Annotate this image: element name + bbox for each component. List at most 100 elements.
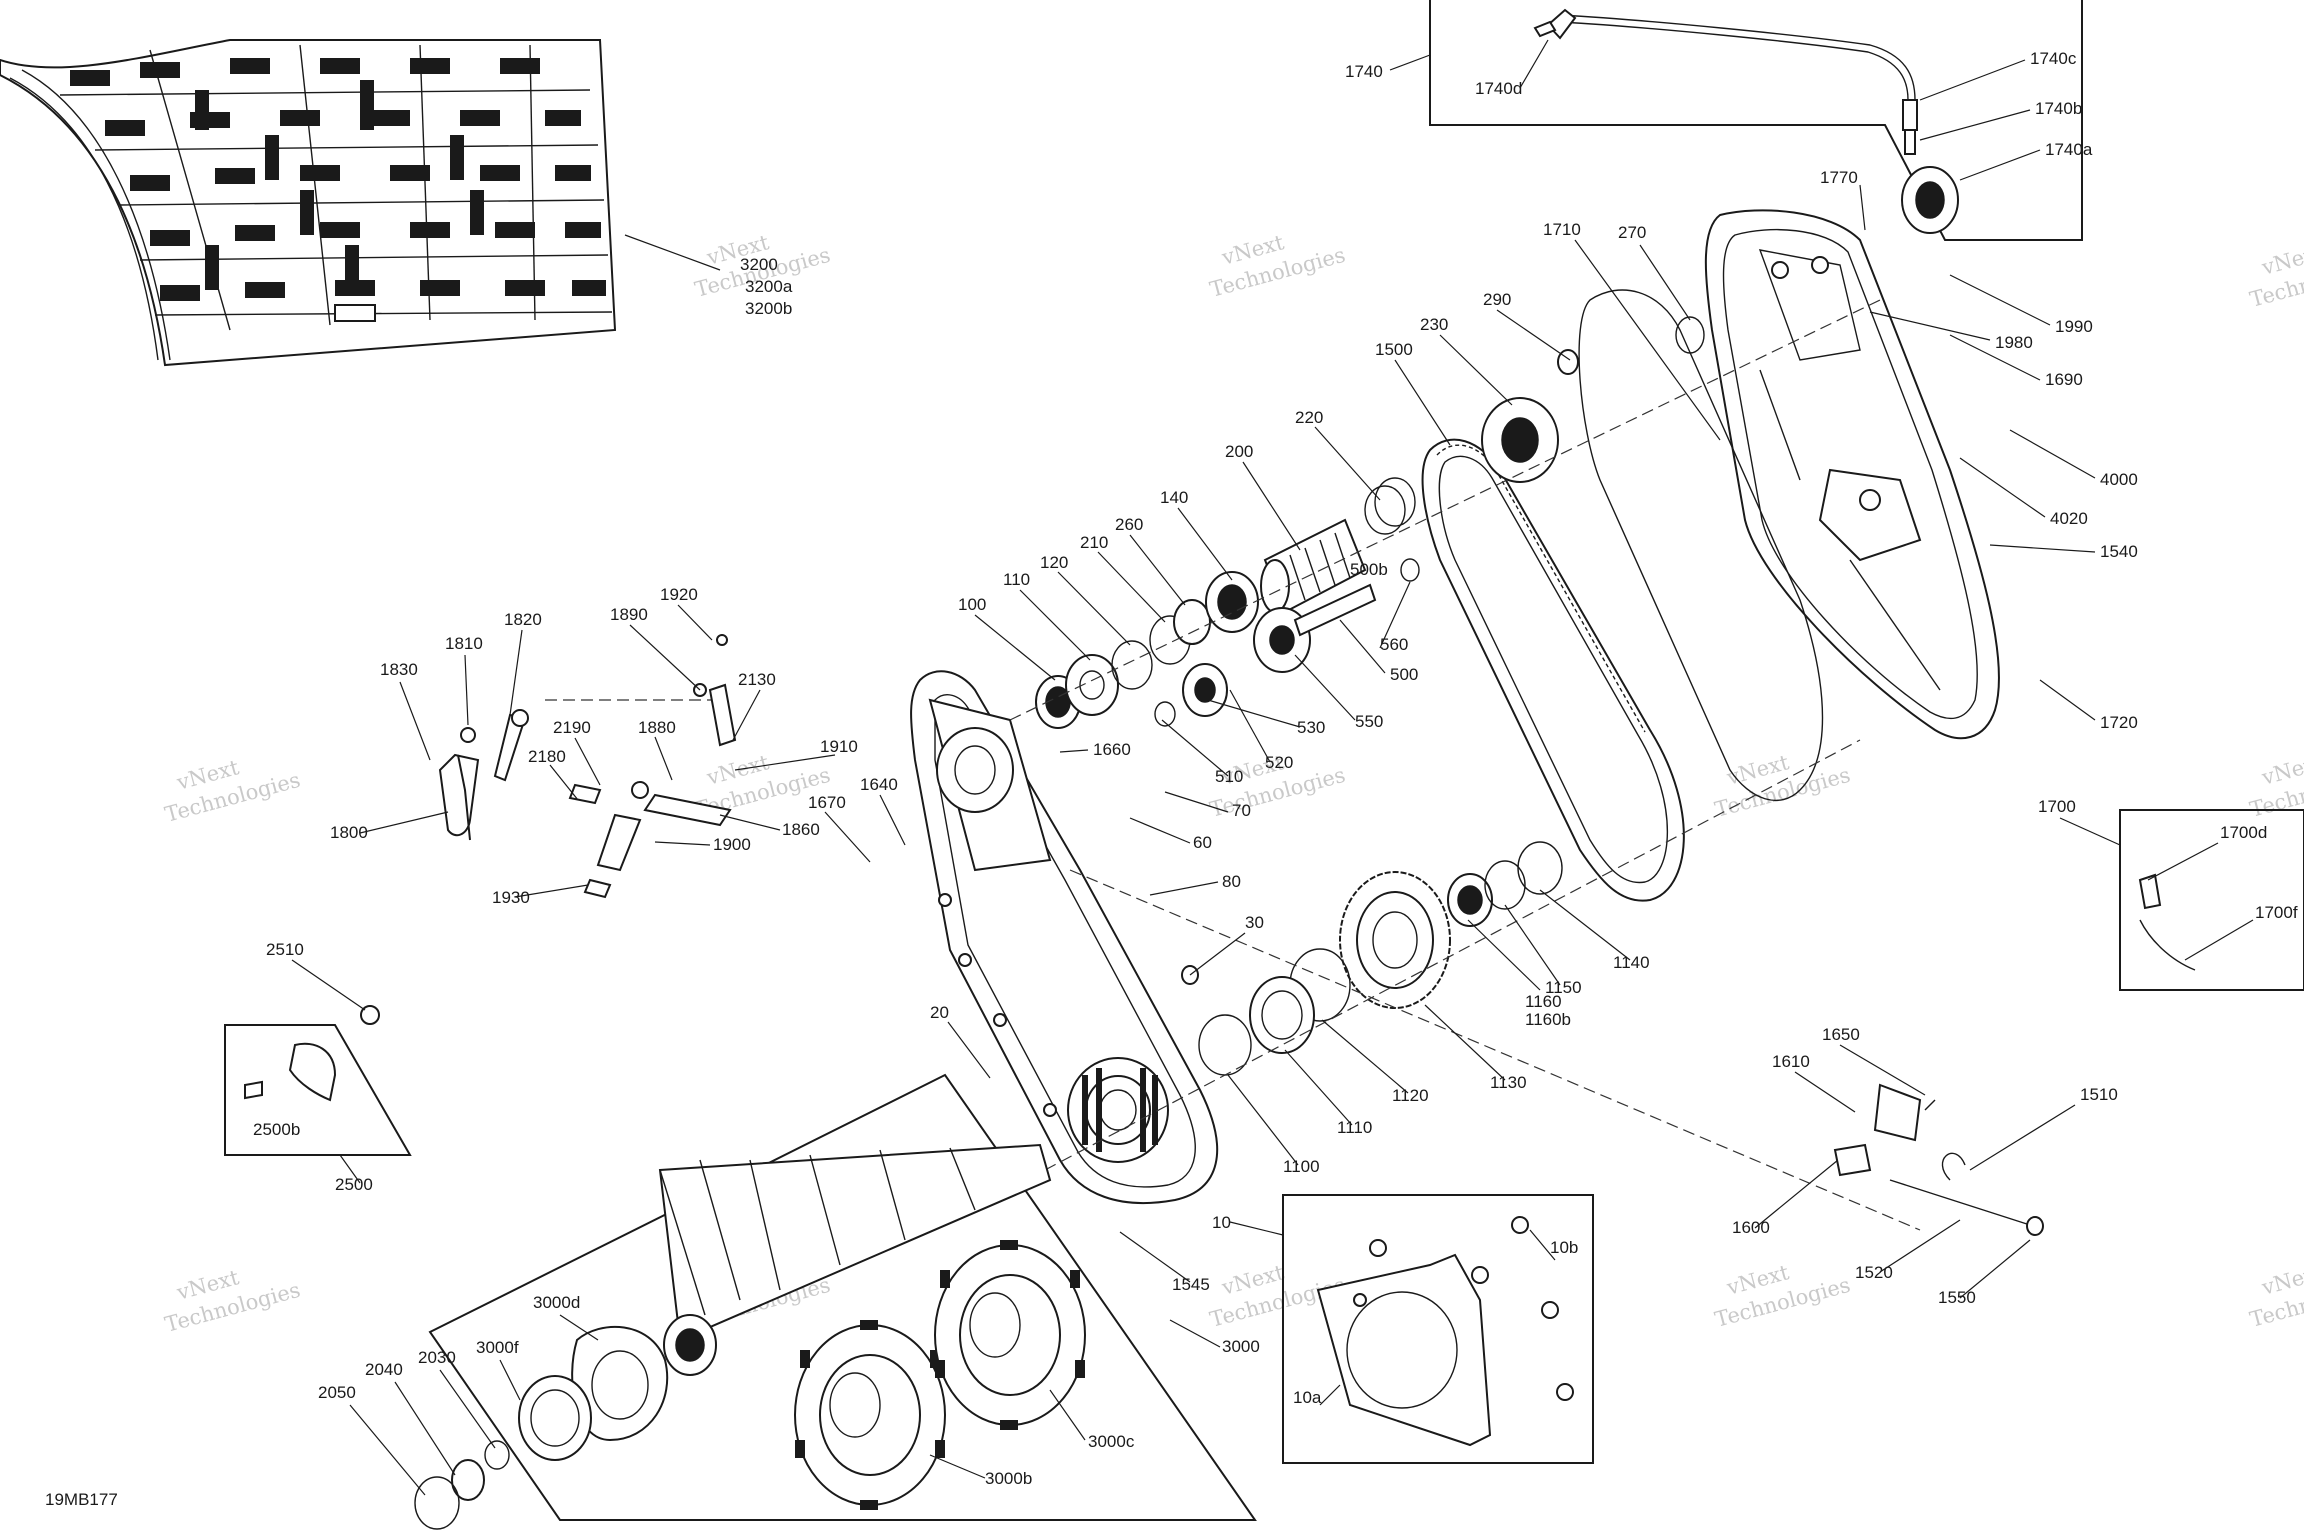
callout-1890: 1890: [610, 605, 648, 624]
callout-1880: 1880: [638, 718, 676, 737]
callout-1670: 1670: [808, 793, 846, 812]
callout-290: 290: [1483, 290, 1511, 309]
callout-1710: 1710: [1543, 220, 1581, 239]
callout-2050: 2050: [318, 1383, 356, 1402]
detail-box-1700: [2119, 809, 2304, 991]
upper-shaft-stack: [1035, 316, 1705, 729]
callout-1150: 1150: [1545, 978, 1582, 997]
lower-shaft-stack: [1181, 841, 1563, 1076]
callout-1140: 1140: [1613, 953, 1650, 972]
detail-box-10: [1282, 1194, 1594, 1464]
callout-1510: 1510: [2080, 1085, 2118, 1104]
callout-120: 120: [1040, 553, 1068, 572]
detail-box-3000: [428, 1073, 1257, 1521]
callout-1860: 1860: [782, 820, 820, 839]
callout-210: 210: [1080, 533, 1108, 552]
diagram-code: 19MB177: [45, 1490, 118, 1509]
callout-1660: 1660: [1093, 740, 1131, 759]
watermark: vNext Technologies: [2247, 1260, 2304, 1332]
callout-60: 60: [1193, 833, 1212, 852]
sprocket-3000b: [794, 1320, 946, 1510]
gasket-1710: [1578, 289, 1824, 801]
callout-1110: 1110: [1337, 1118, 1372, 1137]
callout-1500: 1500: [1375, 340, 1413, 359]
callout-2130: 2130: [738, 670, 776, 689]
callout-3000d: 3000d: [533, 1293, 580, 1312]
detail-box-2500: [224, 1024, 412, 1156]
callout-1700d: 1700d: [2220, 823, 2267, 842]
drive-shaft-3000: [414, 1143, 1052, 1530]
callout-3200a: 3200a: [745, 277, 793, 296]
callout-2040: 2040: [365, 1360, 403, 1379]
callout-1130: 1130: [1490, 1073, 1527, 1092]
shift-linkage: [438, 634, 737, 899]
callout-1120: 1120: [1392, 1086, 1429, 1105]
callout-260: 260: [1115, 515, 1143, 534]
assembly-centerlines: [545, 299, 1921, 1231]
watermark: vNext Technologies: [1712, 750, 1852, 822]
watermark-line-1: vNext: [2258, 1260, 2304, 1300]
watermark: vNext Technologies: [1207, 230, 1347, 302]
callout-1910: 1910: [820, 737, 858, 756]
callout-20: 20: [930, 1003, 949, 1022]
callout-100: 100: [958, 595, 986, 614]
callout-1820: 1820: [504, 610, 542, 629]
watermark-line-1: vNext: [2258, 240, 2304, 280]
callout-1600: 1600: [1732, 1218, 1770, 1237]
callout-1740b: 1740b: [2035, 99, 2082, 118]
callout-1800: 1800: [330, 823, 368, 842]
callout-30: 30: [1245, 913, 1264, 932]
bracket-2500: [244, 1005, 380, 1102]
callout-510: 510: [1215, 767, 1243, 786]
watermark: vNext Technologies: [2247, 750, 2304, 822]
callout-10: 10: [1212, 1213, 1231, 1232]
callout-10b: 10b: [1550, 1238, 1578, 1257]
callout-560: 560: [1380, 635, 1408, 654]
callout-1930: 1930: [492, 888, 530, 907]
callout-1740a: 1740a: [2045, 140, 2093, 159]
callout-2180: 2180: [528, 747, 566, 766]
callout-2190: 2190: [553, 718, 591, 737]
seal-1700: [2138, 873, 2196, 971]
callout-3000: 3000: [1222, 1337, 1260, 1356]
callout-1540: 1540: [2100, 542, 2138, 561]
watermark-line-1: vNext: [2258, 750, 2304, 790]
watermark: vNext Technologies: [162, 755, 302, 827]
callout-1640: 1640: [860, 775, 898, 794]
track-3200: [0, 39, 617, 367]
callout-230: 230: [1420, 315, 1448, 334]
callout-3000b: 3000b: [985, 1469, 1032, 1488]
callout-2500b: 2500b: [253, 1120, 300, 1139]
callout-1650: 1650: [1822, 1025, 1860, 1044]
mount-plate-10: [1316, 1216, 1574, 1447]
callout-1980: 1980: [1995, 333, 2033, 352]
callout-1550: 1550: [1938, 1288, 1976, 1307]
callout-1740d: 1740d: [1475, 79, 1522, 98]
callout-110: 110: [1003, 570, 1030, 589]
callout-1700f: 1700f: [2255, 903, 2298, 922]
drive-chain-1500: [1421, 438, 1685, 902]
callout-3200b: 3200b: [745, 299, 792, 318]
small-hardware: [1833, 1083, 2044, 1236]
oil-line-1740: [1533, 8, 1959, 234]
callout-1545: 1545: [1172, 1275, 1210, 1294]
callout-1920: 1920: [660, 585, 698, 604]
callout-1100: 1100: [1283, 1157, 1320, 1176]
callout-70: 70: [1232, 801, 1251, 820]
callout-1160b: 1160b: [1525, 1010, 1571, 1029]
sprocket-3000c: [934, 1240, 1086, 1430]
callout-1610: 1610: [1772, 1052, 1810, 1071]
callout-2500: 2500: [335, 1175, 373, 1194]
watermark: vNext Technologies: [162, 1265, 302, 1337]
callout-1900: 1900: [713, 835, 751, 854]
callout-1720: 1720: [2100, 713, 2138, 732]
detail-box-1740: [1429, 0, 2083, 241]
callout-550: 550: [1355, 712, 1383, 731]
callout-4020: 4020: [2050, 509, 2088, 528]
callout-1690: 1690: [2045, 370, 2083, 389]
callout-labels: 32003200a3200b17401740d1740c1740b1740a17…: [253, 49, 2298, 1488]
watermark: vNext Technologies: [1712, 1260, 1852, 1332]
callout-270: 270: [1618, 223, 1646, 242]
